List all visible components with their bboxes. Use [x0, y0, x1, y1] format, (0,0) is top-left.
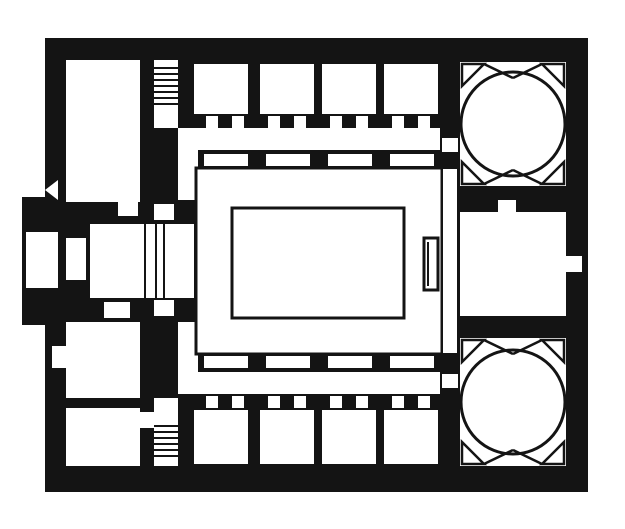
right-arcade-strip [441, 167, 459, 355]
room-left-bottom-lower [66, 408, 140, 466]
entrance-porch [26, 232, 58, 288]
side-doorway-bottom [154, 300, 174, 316]
cell-bottom-4 [384, 410, 438, 464]
stair-hatch-icon [154, 425, 178, 457]
cell-bottom-3 [322, 410, 376, 464]
side-doorway-top [154, 204, 174, 220]
left-stair-door [140, 412, 154, 428]
left-wing-door [52, 346, 66, 368]
east-window [566, 256, 582, 272]
dome-bottom [459, 348, 567, 456]
stair-hall-top [154, 60, 178, 128]
dome-pendentive-icon [460, 62, 566, 186]
hall-right-center-door [498, 200, 516, 212]
entrance-passage [146, 224, 194, 298]
stair-hatch-icon [154, 67, 178, 105]
cell-bottom-1 [194, 410, 248, 464]
corridor-outer-bottom [178, 372, 440, 394]
entrance-pier-top [118, 202, 138, 216]
hall-right-center [460, 212, 566, 316]
entrance-arrow-icon [45, 180, 58, 200]
room-left-bottom-upper [66, 322, 140, 398]
cell-top-1 [194, 64, 248, 114]
cell-top-doors [206, 116, 430, 128]
arcade-openings-top [204, 154, 434, 166]
entrance-vestibule [90, 224, 144, 298]
mihrab-niche [422, 236, 440, 292]
cell-bottom-doors [206, 396, 430, 408]
door-to-dome-bottom [442, 374, 458, 388]
door-to-dome-top [442, 138, 458, 152]
corridor-outer-top [178, 128, 440, 150]
cell-top-2 [260, 64, 314, 114]
cell-top-4 [384, 64, 438, 114]
entrance-niche [66, 238, 86, 280]
arcade-openings-bottom [204, 356, 434, 368]
arcade-openings-left [182, 178, 194, 344]
dome-top [459, 70, 567, 178]
entrance-pier-bottom [104, 302, 130, 318]
cell-bottom-2 [260, 410, 314, 464]
central-pool [230, 206, 406, 320]
cell-top-3 [322, 64, 376, 114]
dome-pendentive-icon [460, 338, 566, 466]
room-left-top [66, 60, 140, 202]
